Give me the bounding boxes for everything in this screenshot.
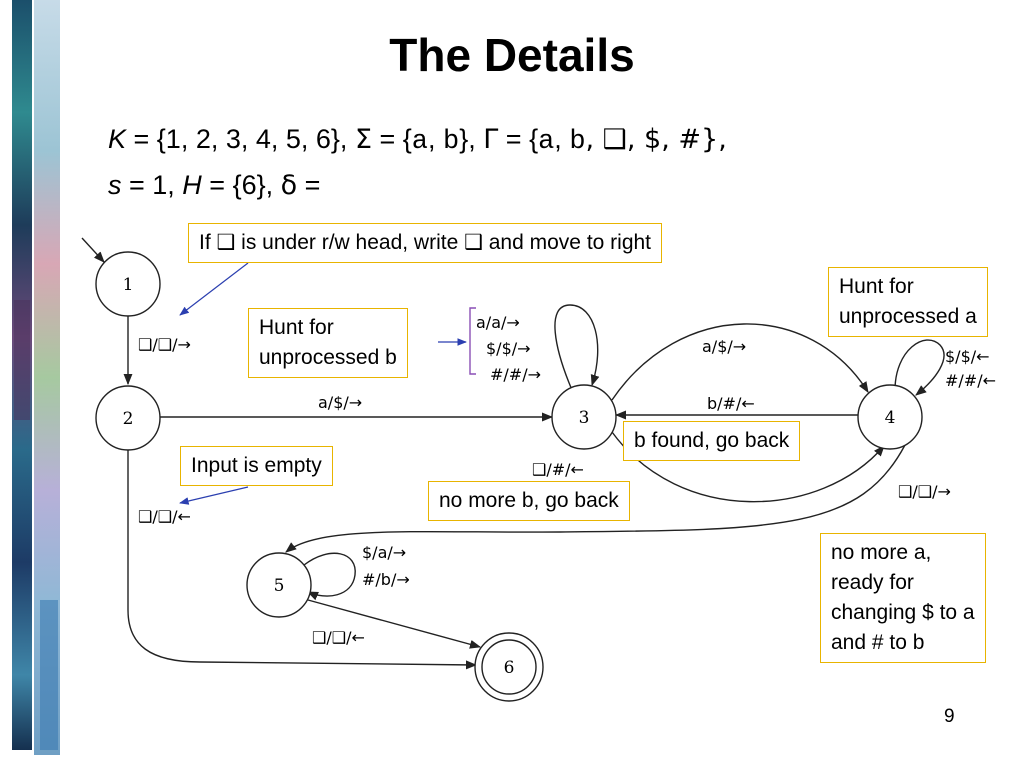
gamma-b: b <box>569 127 586 157</box>
sigma-equals: = { <box>372 124 412 154</box>
state-5: 5 <box>246 552 312 618</box>
sigma-end: }, <box>459 124 484 154</box>
label-1-to-2: ❑/❑/→ <box>138 335 191 354</box>
state-2: 2 <box>95 385 161 451</box>
label-loop-3-a: a/a/→ <box>476 313 520 332</box>
state-5-label: 5 <box>274 576 285 596</box>
label-loop-3-hash: #/#/→ <box>490 365 541 384</box>
state-1: 1 <box>95 251 161 317</box>
definition-line-1: K = {1, 2, 3, 4, 5, 6}, Σ = {a, b}, Γ = … <box>108 124 727 157</box>
start-arrow <box>81 237 105 263</box>
definition-line-2: s = 1, H = {6}, δ = <box>108 170 320 201</box>
pointer-arrow-blank-note <box>179 262 249 316</box>
label-loop-3-dollar: $/$/→ <box>486 339 531 358</box>
note-b-found: b found, go back <box>623 421 801 461</box>
note-no-more-b: no more b, go back <box>428 481 630 521</box>
edge-5-loop <box>303 552 356 601</box>
state-3: 3 <box>551 384 617 450</box>
pointer-arrow-input-empty <box>179 486 249 505</box>
gamma-symbol: Γ <box>483 124 499 155</box>
edge-4-loop <box>894 339 945 396</box>
note-hunt-b-line-2: unprocessed b <box>259 346 397 369</box>
sigma-b: b <box>443 127 460 157</box>
delta-symbol: δ <box>280 170 298 201</box>
k-variable: K <box>108 124 127 154</box>
h-variable: H <box>182 170 202 200</box>
edge-4-to-5 <box>285 444 906 553</box>
label-loop-4-hash: #/#/← <box>945 371 996 390</box>
gamma-a: a <box>538 127 555 157</box>
page-number: 9 <box>944 706 955 727</box>
note-hunt-a: Hunt for unprocessed a <box>828 267 988 337</box>
note-hunt-a-line-2: unprocessed a <box>839 305 977 328</box>
state-6: 6 <box>474 632 544 702</box>
note-no-more-a-line-1: no more a, <box>831 541 932 564</box>
k-value: = {1, 2, 3, 4, 5, 6}, <box>126 124 355 154</box>
sigma-comma: , <box>428 124 444 154</box>
h-value: = {6}, <box>201 170 281 200</box>
edge-5-to-6 <box>307 599 482 649</box>
sigma-symbol: Σ <box>354 124 372 155</box>
label-loop-5-hash: #/b/→ <box>362 570 410 589</box>
note-input-empty: Input is empty <box>180 446 333 486</box>
label-2-lower: ❑/❑/← <box>138 507 191 526</box>
sigma-a: a <box>411 127 428 157</box>
label-4-to-5: ❑/❑/→ <box>898 482 951 501</box>
s-variable: s <box>108 170 122 200</box>
note-no-more-a: no more a, ready for changing $ to a and… <box>820 533 986 663</box>
note-hunt-b-line-1: Hunt for <box>259 316 334 339</box>
slide-title: The Details <box>389 29 635 81</box>
state-2-label: 2 <box>123 409 134 429</box>
label-5-to-6: ❑/❑/← <box>312 628 365 647</box>
note-no-more-a-line-4: and # to b <box>831 631 925 654</box>
decorative-side-strip <box>12 0 60 755</box>
edge-3-to-4-lower <box>611 431 885 503</box>
state-4-label: 4 <box>885 408 896 428</box>
gamma-equals: = { <box>498 124 539 154</box>
note-hunt-a-line-1: Hunt for <box>839 275 914 298</box>
label-4-to-3: b/#/← <box>707 394 755 413</box>
label-3-to-4: a/$/→ <box>702 337 746 356</box>
label-3-to-4-lower: ❑/#/← <box>532 460 584 479</box>
edge-3-to-4-upper <box>611 323 869 401</box>
delta-equals: = <box>297 170 321 200</box>
gamma-rest: , ❑, $, #}, <box>585 124 727 155</box>
edge-3-loop <box>554 304 600 391</box>
label-loop-4-dollar: $/$/← <box>945 347 990 366</box>
state-6-label: 6 <box>504 658 515 678</box>
edge-2-to-6 <box>127 450 478 670</box>
loop-label-brace <box>469 307 476 375</box>
note-no-more-a-line-2: ready for <box>831 571 914 594</box>
label-2-to-3: a/$/→ <box>318 393 362 412</box>
note-no-more-a-line-3: changing $ to a <box>831 601 975 624</box>
gamma-comma: , <box>554 124 570 154</box>
label-loop-5-dollar: $/a/→ <box>362 543 406 562</box>
state-1-label: 1 <box>123 275 134 295</box>
note-blank-move-right: If ❑ is under r/w head, write ❑ and move… <box>188 223 663 263</box>
note-hunt-b: Hunt for unprocessed b <box>248 308 408 378</box>
state-3-label: 3 <box>579 408 590 428</box>
state-4: 4 <box>857 384 923 450</box>
s-value: = 1, <box>121 170 183 200</box>
